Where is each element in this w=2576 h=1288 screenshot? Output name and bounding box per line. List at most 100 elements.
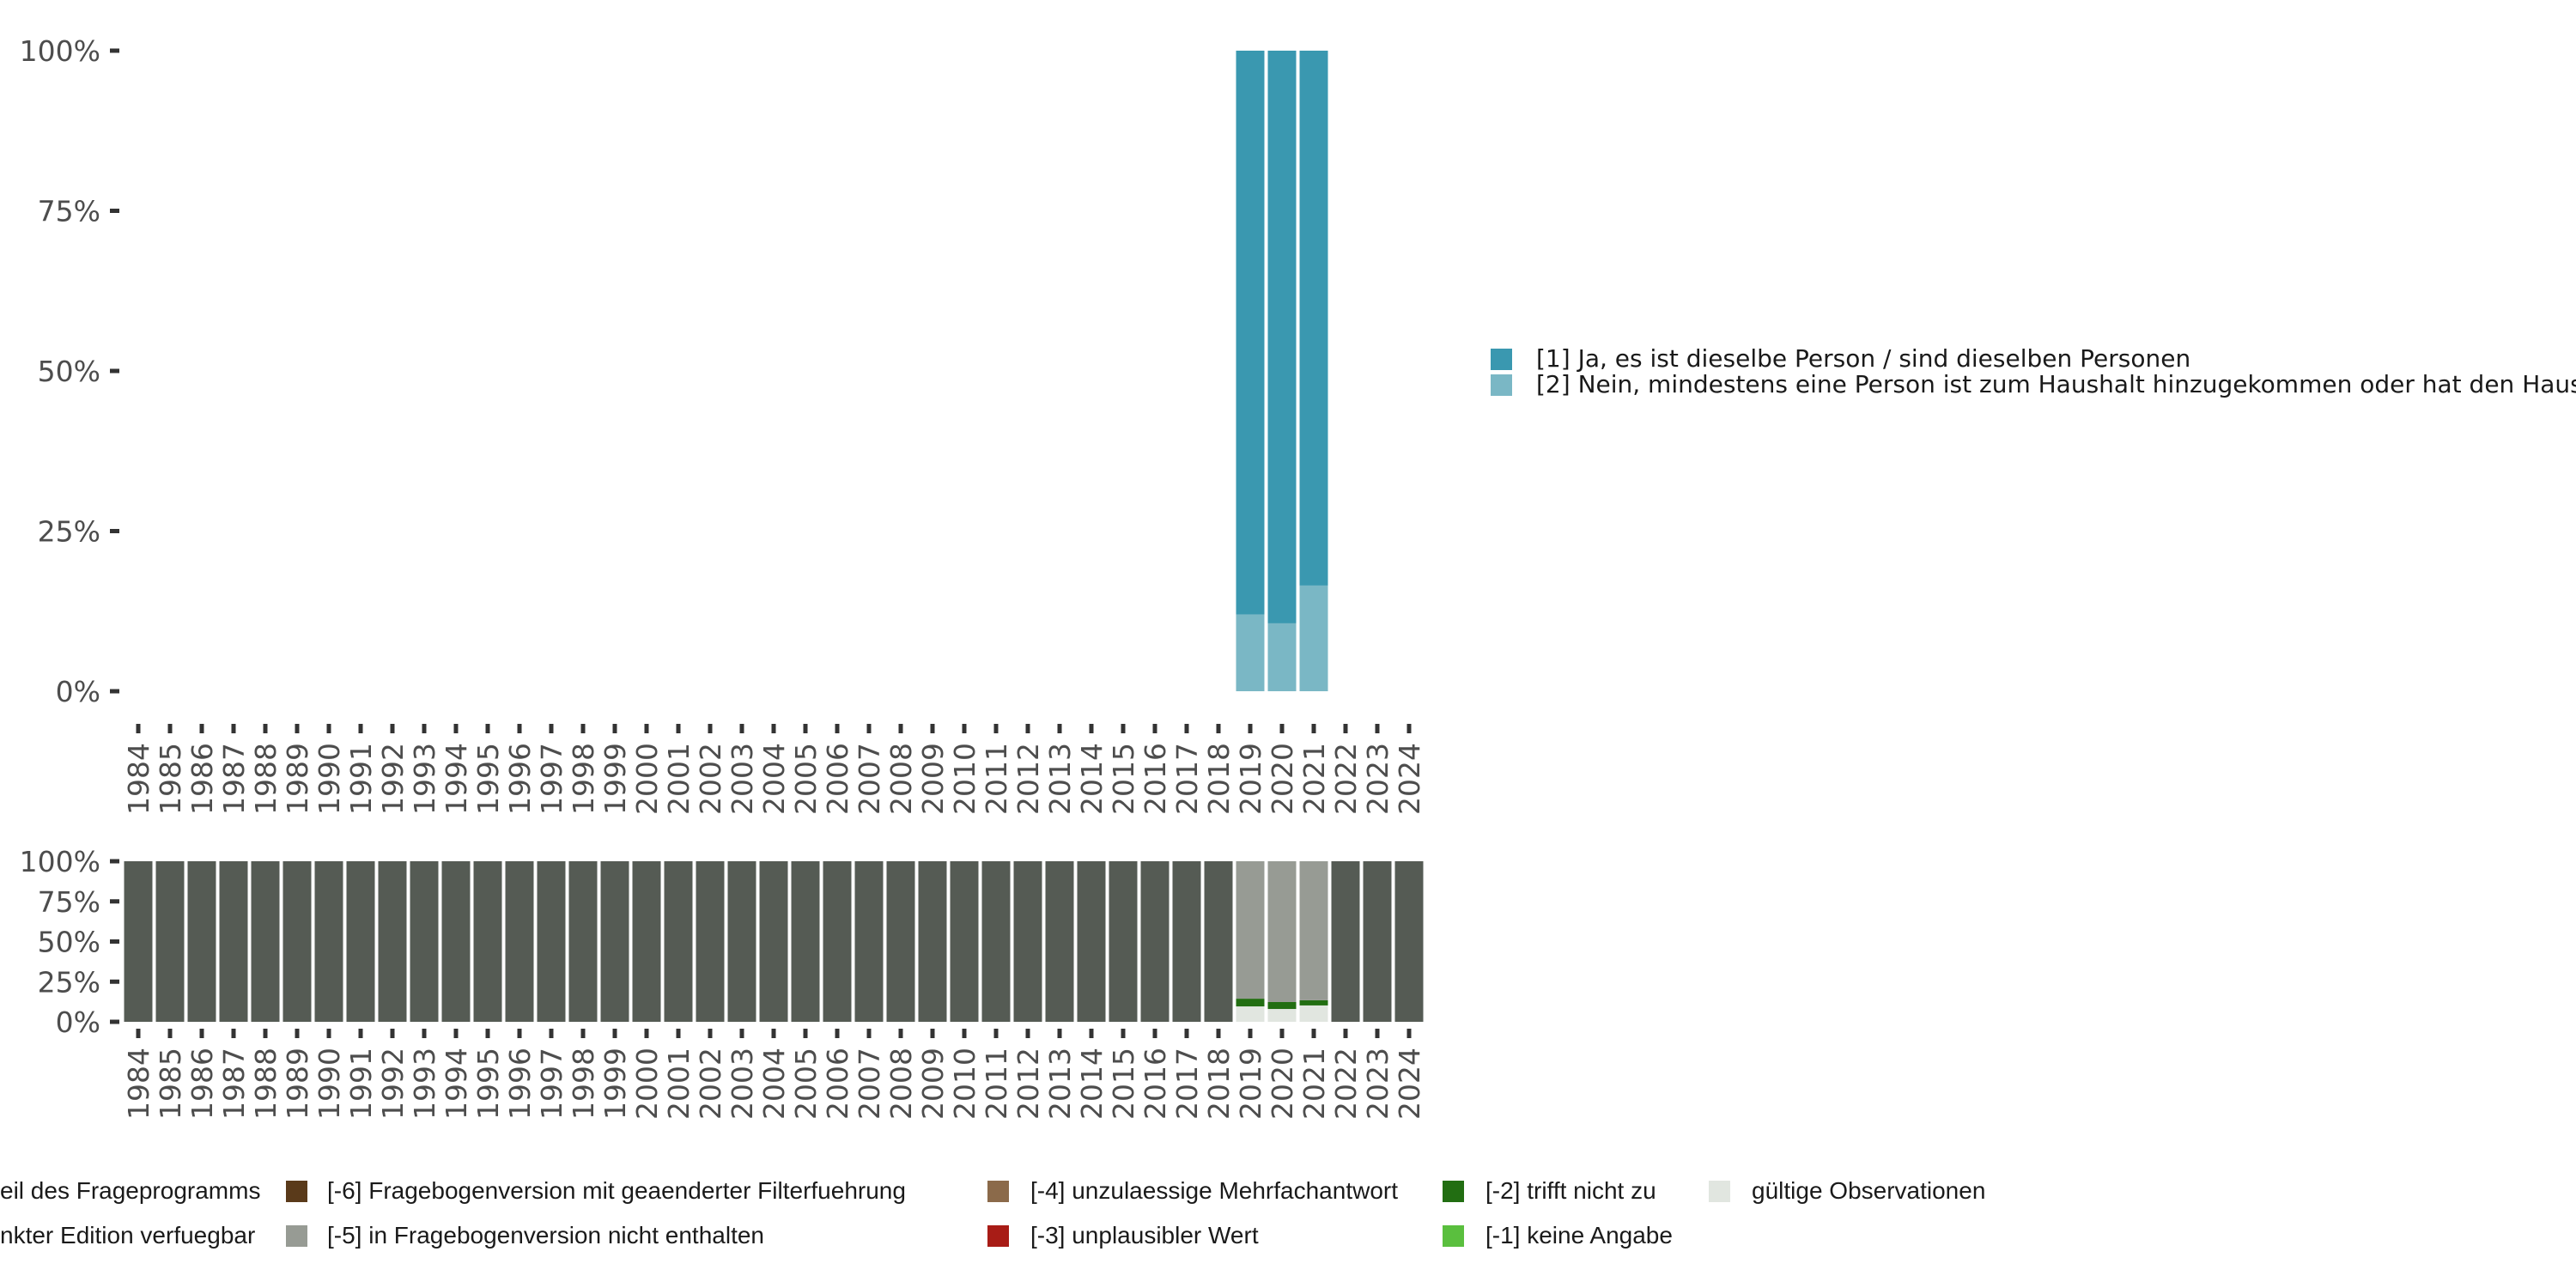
y-tick-label: 75%: [38, 885, 100, 919]
x-tick-label: 2003: [726, 1048, 759, 1120]
bar-segment-2021: [1299, 861, 1328, 1000]
x-tick-label: 2005: [789, 1048, 823, 1120]
legend-label: [-3] unplausibler Wert: [1030, 1222, 1259, 1249]
legend-label: [2] Nein, mindestens eine Person ist zum…: [1536, 370, 2576, 398]
x-tick-label: 1988: [249, 1048, 283, 1120]
bar-1990: [314, 861, 343, 1022]
x-tick-label: 2016: [1139, 743, 1172, 815]
x-tick-label: 2009: [916, 1048, 950, 1120]
y-tick-label: 50%: [38, 926, 100, 959]
x-tick-label: 1984: [122, 1048, 155, 1120]
x-tick-label: 1986: [185, 1048, 219, 1120]
bar-2001: [664, 861, 693, 1022]
bar-1991: [346, 861, 375, 1022]
x-tick-label: 2023: [1361, 1048, 1394, 1120]
bar-1989: [283, 861, 312, 1022]
x-tick-label: 1998: [567, 743, 600, 815]
x-tick-label: 2007: [853, 1048, 886, 1120]
bar-1987: [219, 861, 248, 1022]
x-tick-label: 2014: [1075, 743, 1109, 815]
bar-2000: [632, 861, 661, 1022]
x-tick-label: 2023: [1361, 743, 1394, 815]
x-tick-label: 1993: [408, 1048, 441, 1120]
x-tick-label: 1997: [535, 743, 568, 815]
x-tick-label: 2015: [1107, 743, 1140, 815]
bar-2008: [886, 861, 915, 1022]
x-tick-label: 1994: [440, 743, 473, 815]
x-tick-label: 1998: [567, 1048, 600, 1120]
x-tick-label: 2021: [1297, 1048, 1331, 1120]
x-tick-label: 2016: [1139, 1048, 1172, 1120]
x-tick-label: 1985: [154, 743, 187, 815]
bar-1996: [505, 861, 534, 1022]
x-tick-label: 2017: [1170, 743, 1204, 815]
legend-label: [-5] in Fragebogenversion nicht enthalte…: [327, 1222, 764, 1249]
x-tick-label: 2024: [1393, 743, 1426, 815]
x-tick-label: 1993: [408, 743, 441, 815]
x-tick-label: 2002: [694, 1048, 727, 1120]
bar-2022: [1331, 861, 1360, 1022]
bar-segment-2021: [1299, 999, 1328, 1005]
x-tick-label: 2001: [662, 743, 696, 815]
x-tick-label: 2013: [1043, 743, 1077, 815]
y-tick-label: 75%: [38, 195, 100, 228]
x-tick-label: 2005: [789, 743, 823, 815]
x-tick-label: 2008: [884, 743, 918, 815]
x-tick-label: 1990: [313, 1048, 346, 1120]
x-tick-label: 2002: [694, 743, 727, 815]
legend-key: [1443, 1181, 1464, 1202]
x-tick-label: 2020: [1266, 743, 1299, 815]
legend-label: [1] Ja, es ist dieselbe Person / sind di…: [1536, 344, 2190, 373]
legend-label: [-1] keine Angabe: [1485, 1222, 1673, 1249]
bar-1984: [124, 861, 153, 1022]
x-tick-label: 1995: [471, 1048, 505, 1120]
x-tick-label: 1994: [440, 1048, 473, 1120]
bar-2012: [1013, 861, 1042, 1022]
x-tick-label: 2011: [980, 1048, 1013, 1120]
bar-segment-2021: [1299, 1005, 1328, 1022]
x-tick-label: 1987: [217, 1048, 251, 1120]
x-tick-label: 1999: [598, 1048, 632, 1120]
x-tick-label: 1986: [185, 743, 219, 815]
legend-key: [1709, 1181, 1730, 1202]
x-tick-label: 1997: [535, 1048, 568, 1120]
bar-2017: [1172, 861, 1201, 1022]
x-tick-label: 2019: [1234, 743, 1267, 815]
x-tick-label: 2000: [630, 743, 664, 815]
y-tick-label: 100%: [20, 845, 100, 878]
x-tick-label: 2001: [662, 1048, 696, 1120]
x-tick-label: 2004: [757, 743, 791, 815]
bar-segment-2019: [1236, 861, 1265, 999]
x-tick-label: 2020: [1266, 1048, 1299, 1120]
x-tick-label: 2019: [1234, 1048, 1267, 1120]
bar-2014: [1077, 861, 1106, 1022]
legend-label: [-2] trifft nicht zu: [1485, 1177, 1656, 1204]
bar-2005: [791, 861, 820, 1022]
bar-segment-2020: [1267, 51, 1297, 623]
y-tick-label: 100%: [20, 34, 100, 68]
bar-segment-2020: [1267, 861, 1297, 1002]
bar-1993: [410, 861, 439, 1022]
x-tick-label: 1999: [598, 743, 632, 815]
bar-segment-2020: [1267, 1001, 1297, 1010]
x-tick-label: 1991: [344, 743, 378, 815]
x-tick-label: 2010: [948, 743, 981, 815]
x-tick-label: 2017: [1170, 1048, 1204, 1120]
bar-2009: [918, 861, 947, 1022]
bar-1988: [251, 861, 280, 1022]
x-tick-label: 2022: [1329, 743, 1363, 815]
legend-key: [987, 1181, 1009, 1202]
bar-2004: [759, 861, 788, 1022]
x-tick-label: 2011: [980, 743, 1013, 815]
bar-1985: [155, 861, 185, 1022]
x-tick-label: 2024: [1393, 1048, 1426, 1120]
x-tick-label: 2007: [853, 743, 886, 815]
legend-key: [286, 1225, 307, 1247]
x-tick-label: 2000: [630, 1048, 664, 1120]
x-tick-label: 1996: [503, 743, 537, 815]
x-tick-label: 2006: [821, 1048, 854, 1120]
x-tick-label: 2010: [948, 1048, 981, 1120]
x-tick-label: 1992: [376, 743, 410, 815]
legend-label: eil des Frageprogramms: [0, 1177, 260, 1204]
